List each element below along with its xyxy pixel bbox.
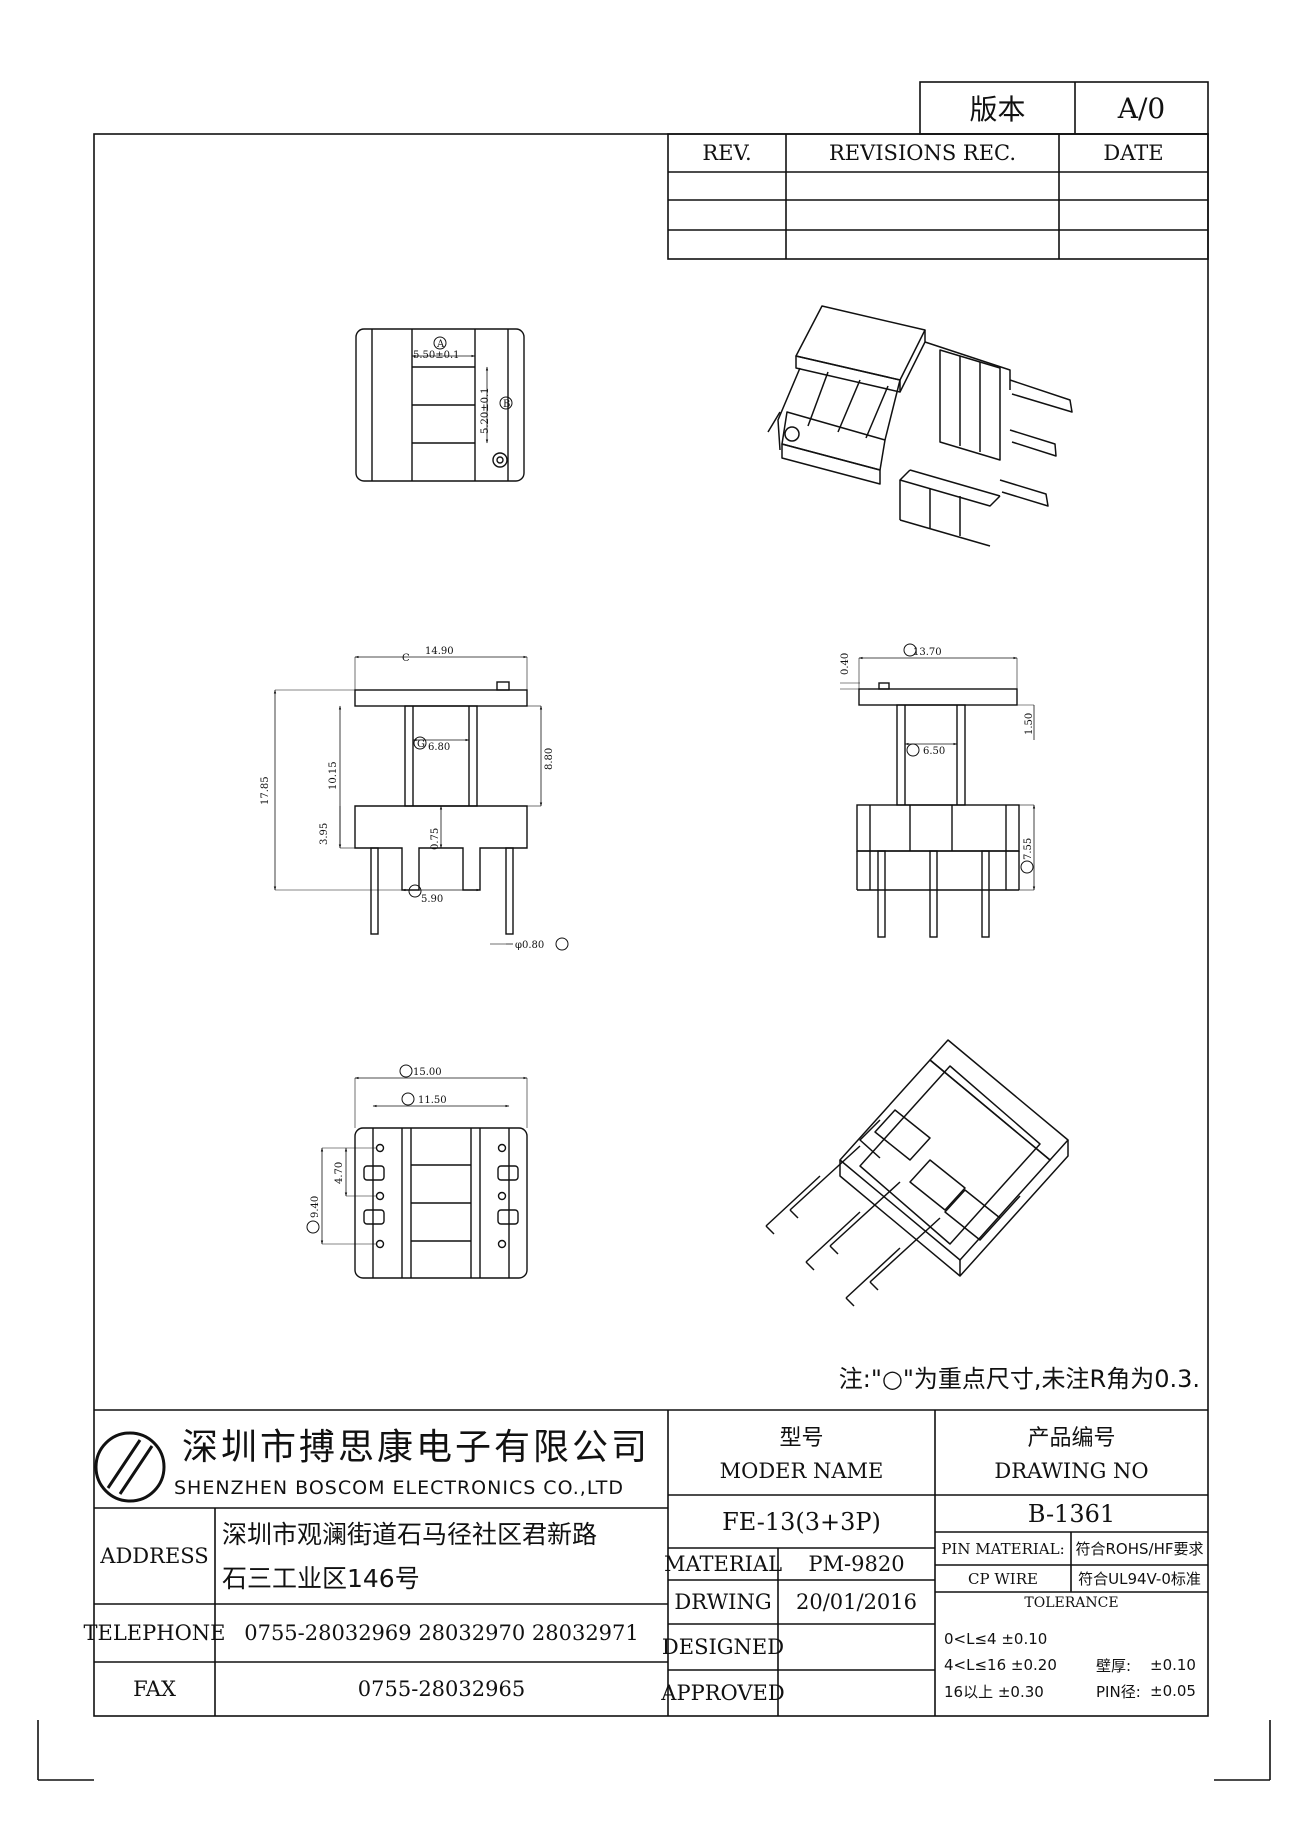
tolerance-row-3: 16以上 ±0.30 xyxy=(944,1682,1044,1701)
version-value: A/0 xyxy=(1117,91,1166,125)
address-line-2: 石三工业区146号 xyxy=(222,1564,420,1593)
rev-header: REV. xyxy=(702,141,752,165)
front-view xyxy=(273,655,569,951)
drawing-label-en: DRAWING NO xyxy=(994,1459,1149,1483)
pin-diameter-label: PIN径: xyxy=(1096,1682,1141,1701)
designed-label: DESIGNED xyxy=(661,1635,785,1659)
version-label: 版本 xyxy=(969,93,1026,126)
material-value: PM-9820 xyxy=(808,1552,905,1576)
revisions-rec-header: REVISIONS REC. xyxy=(828,141,1017,165)
telephone-label: TELEPHONE xyxy=(83,1621,226,1645)
tolerance-row-1: 0<L≤4 ±0.10 xyxy=(944,1630,1048,1648)
fax-label: FAX xyxy=(133,1677,176,1701)
drawing-frame xyxy=(93,133,1209,1717)
model-label-en: MODER NAME xyxy=(719,1459,884,1483)
rohs-compliance: 符合ROHS/HF要求 xyxy=(1075,1540,1204,1558)
company-name-cn: 深圳市搏思康电子有限公司 xyxy=(182,1427,651,1468)
approved-label: APPROVED xyxy=(661,1681,785,1705)
fax-value: 0755-28032965 xyxy=(357,1677,526,1701)
tolerance-row-2: 4<L≤16 ±0.20 xyxy=(944,1656,1057,1674)
drawing-label-cn: 产品编号 xyxy=(1027,1426,1116,1451)
drwing-date: 20/01/2016 xyxy=(795,1590,918,1614)
model-value: FE-13(3+3P) xyxy=(722,1507,881,1536)
material-label: MATERIAL xyxy=(663,1552,783,1576)
wall-thickness-value: ±0.10 xyxy=(1150,1656,1196,1674)
date-header: DATE xyxy=(1103,141,1164,165)
model-label-cn: 型号 xyxy=(779,1426,824,1451)
drawing-no-value: B-1361 xyxy=(1027,1499,1116,1528)
pin-material-value: CP WIRE xyxy=(968,1569,1038,1588)
pin-diameter-value: ±0.05 xyxy=(1150,1682,1196,1700)
tolerance-label: TOLERANCE xyxy=(1024,1595,1119,1611)
address-label: ADDRESS xyxy=(100,1544,209,1568)
drwing-label: DRWING xyxy=(674,1590,772,1614)
isometric-view-top xyxy=(767,305,1073,547)
isometric-view-bottom xyxy=(765,1039,1069,1307)
top-view xyxy=(355,328,525,482)
drawing-note: 注:"○"为重点尺寸,未注R角为0.3. xyxy=(838,1364,1200,1393)
company-logo xyxy=(94,1431,166,1503)
side-view xyxy=(840,643,1036,938)
wall-thickness-label: 壁厚: xyxy=(1096,1656,1132,1675)
ul-compliance: 符合UL94V-0标准 xyxy=(1078,1570,1201,1588)
bottom-view xyxy=(306,1064,528,1279)
telephone-value: 0755-28032969 28032970 28032971 xyxy=(244,1621,639,1645)
revisions-table xyxy=(667,133,1209,260)
company-name-en: SHENZHEN BOSCOM ELECTRONICS CO.,LTD xyxy=(174,1477,625,1499)
address-line-1: 深圳市观澜街道石马径社区君新路 xyxy=(222,1520,598,1549)
pin-material-label: PIN MATERIAL: xyxy=(941,1539,1065,1558)
